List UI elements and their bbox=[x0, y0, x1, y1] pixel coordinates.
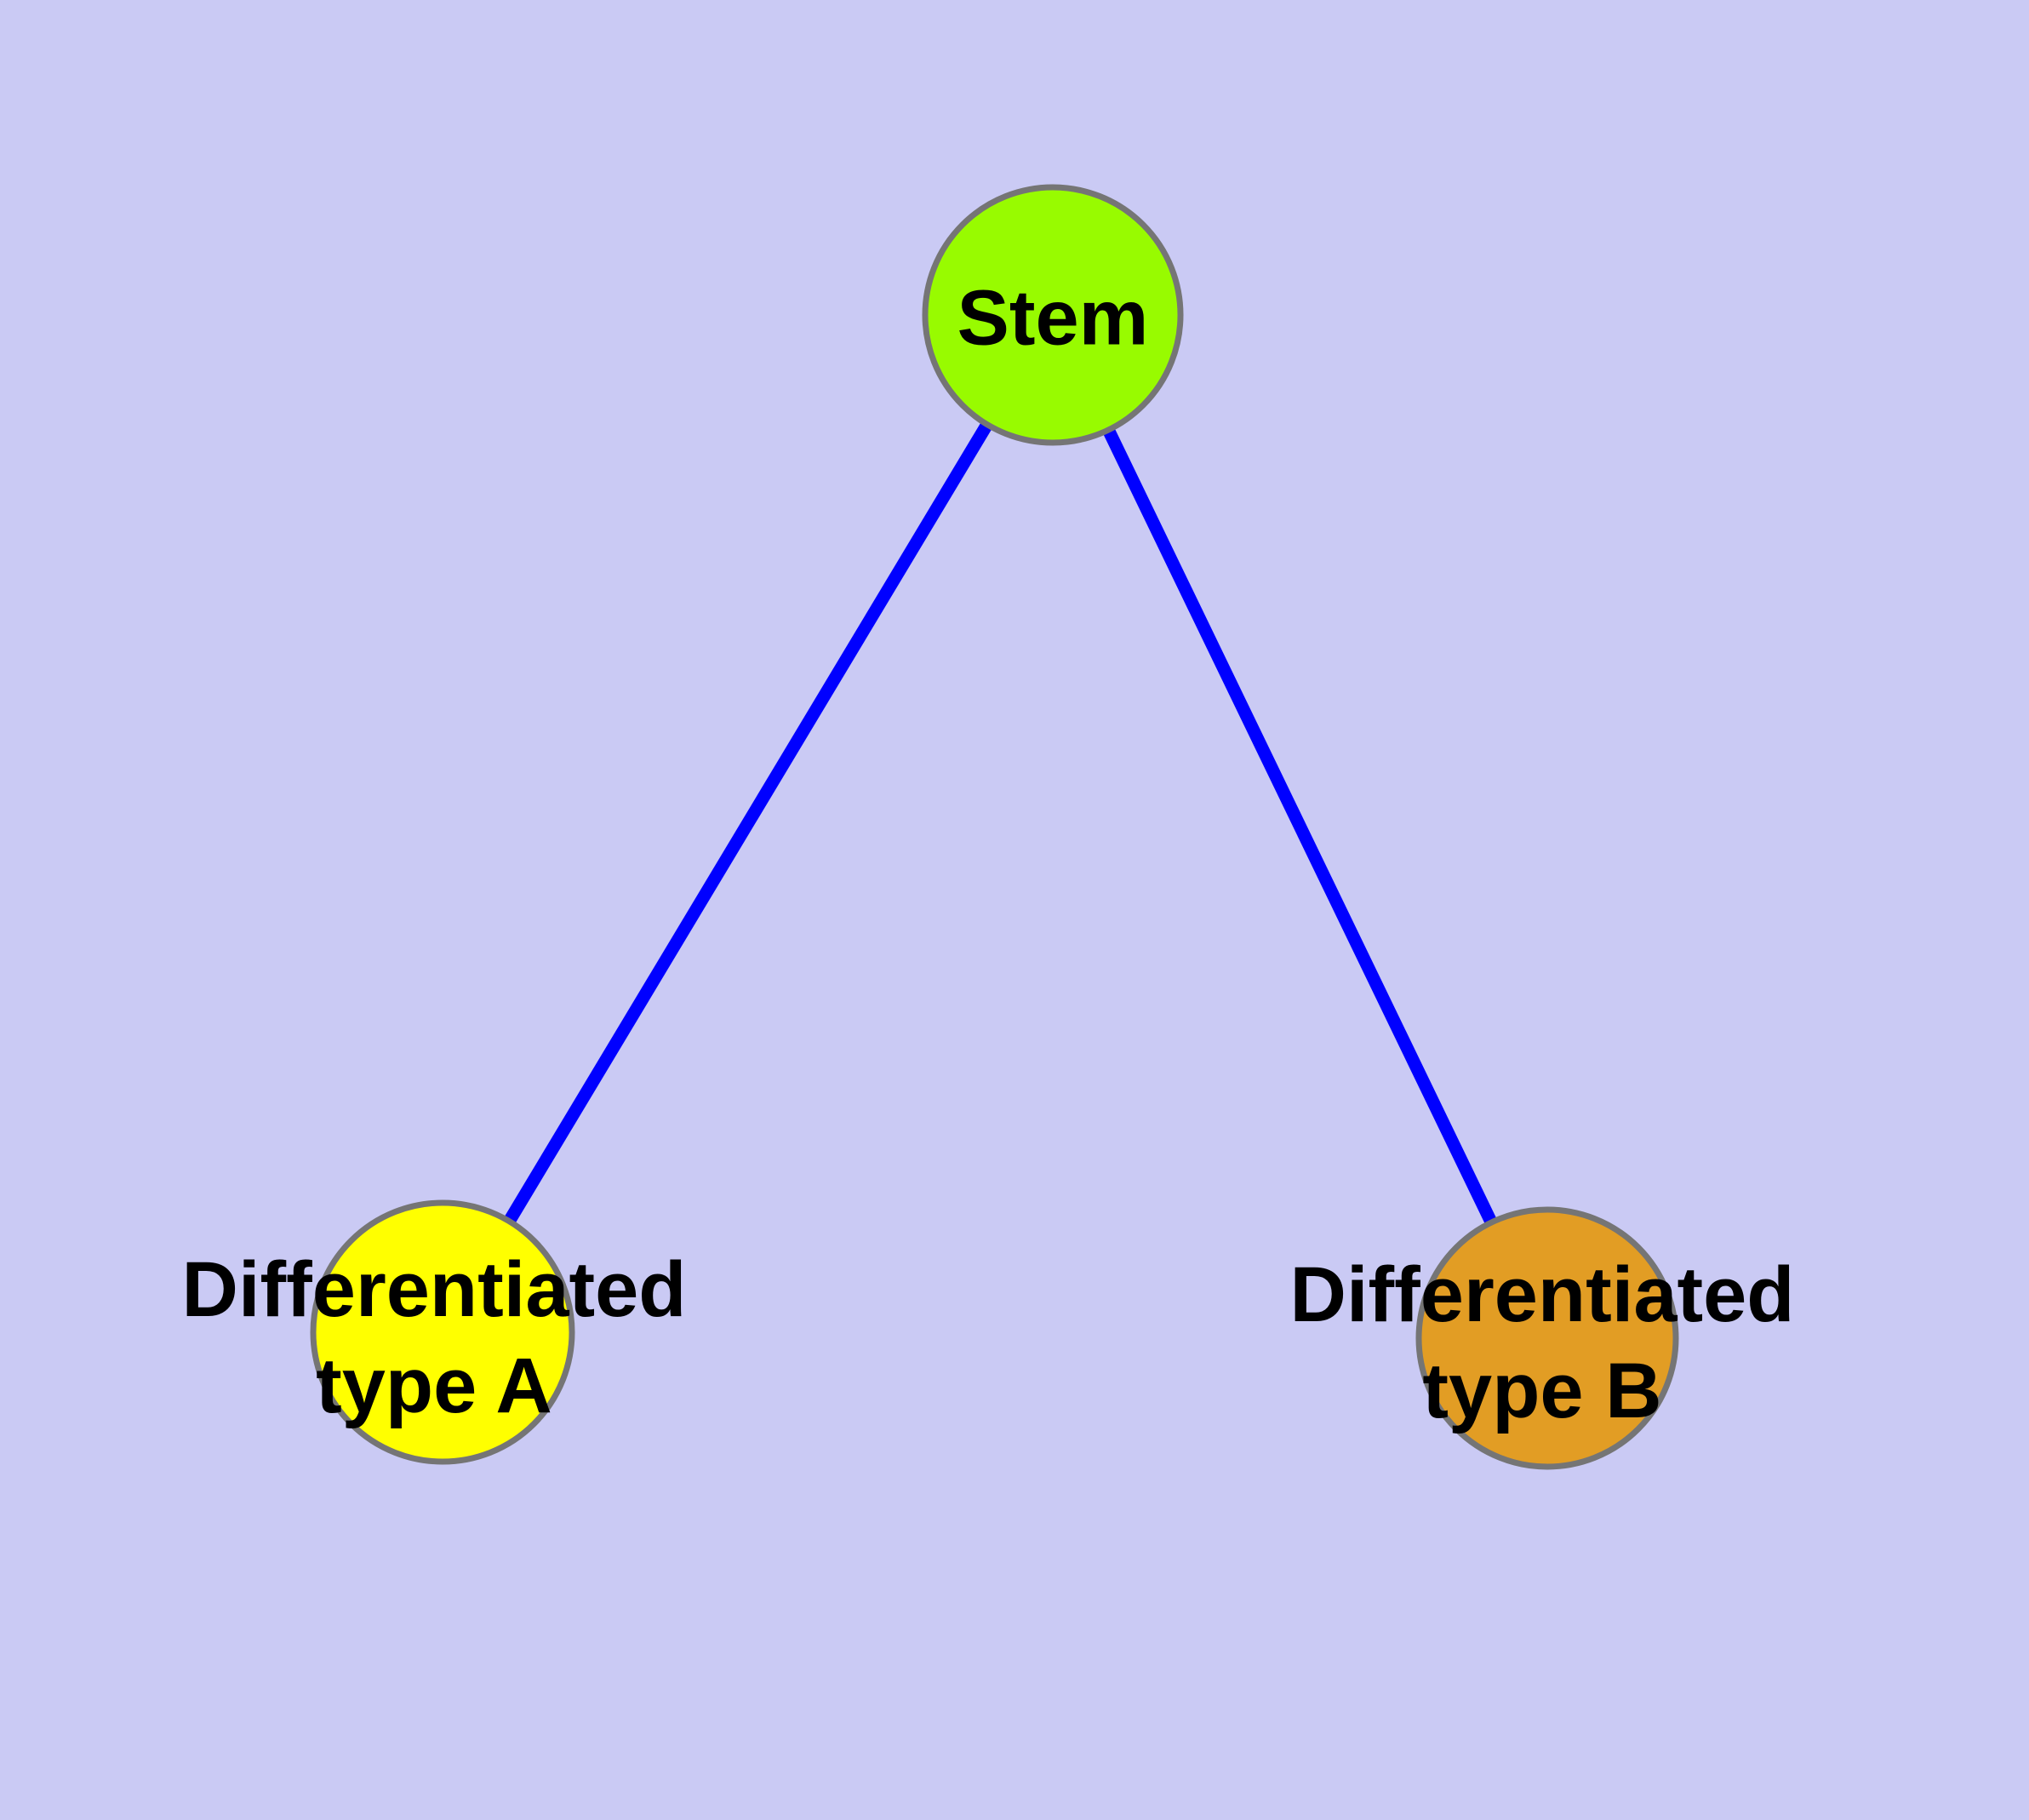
node-stem-label: Stem bbox=[957, 271, 1149, 367]
node-stem-label-text: Stem bbox=[957, 274, 1149, 362]
node-differentiated-a-label: Differentiated type A bbox=[182, 1242, 687, 1434]
node-differentiated-a-circle bbox=[310, 1199, 575, 1465]
node-differentiated-a-label-line2: type A bbox=[316, 1342, 552, 1429]
edge-stem-to-type-b bbox=[1047, 312, 1553, 1342]
node-differentiated-b-circle bbox=[1415, 1206, 1679, 1470]
node-differentiated-b-label-line1: Differentiated bbox=[1289, 1251, 1795, 1338]
edge-stem-to-type-a bbox=[437, 312, 1059, 1336]
node-differentiated-a-label-line1: Differentiated bbox=[181, 1246, 687, 1333]
node-differentiated-b-label: Differentiated type B bbox=[1290, 1247, 1795, 1439]
node-differentiated-b-label-line2: type B bbox=[1422, 1348, 1662, 1434]
node-stem-circle bbox=[922, 184, 1184, 446]
